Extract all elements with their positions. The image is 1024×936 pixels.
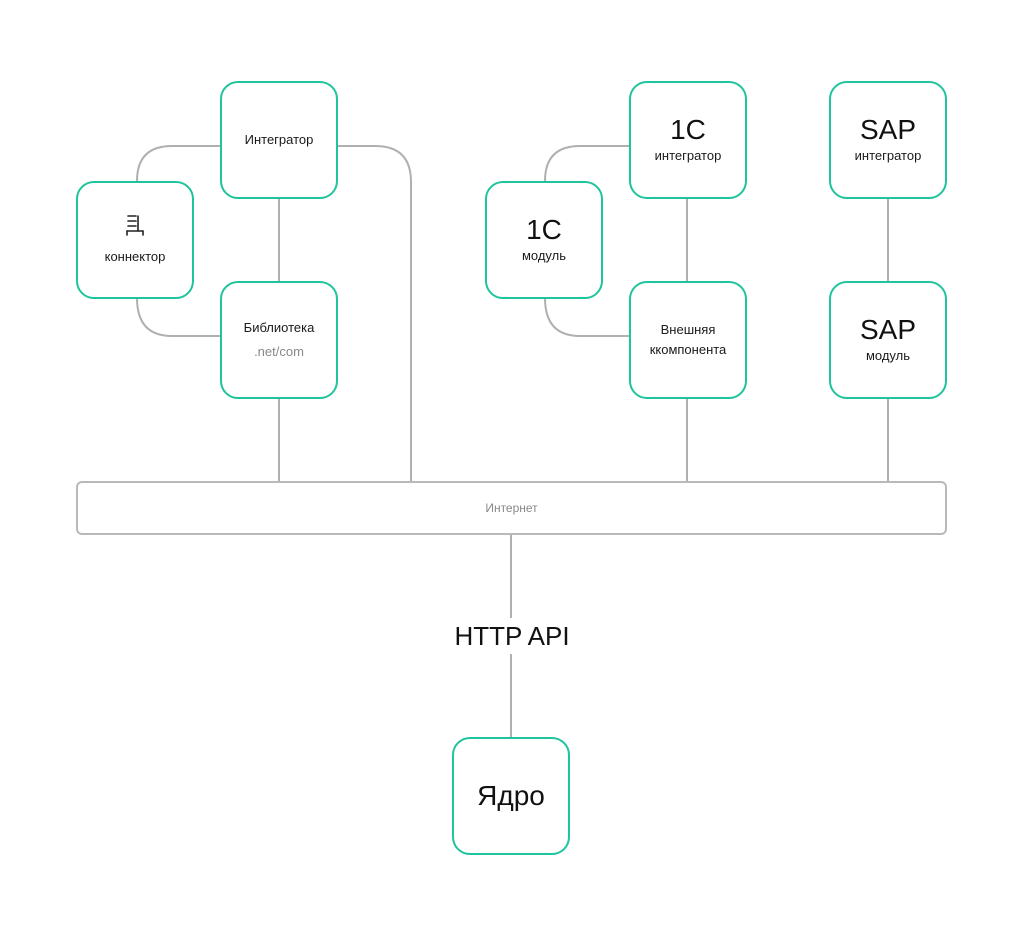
onec-module-node: 1С модуль	[485, 181, 603, 299]
core-label: Ядро	[477, 780, 545, 811]
external-component-line1: Внешняя	[660, 322, 716, 337]
connector-icon	[126, 215, 144, 236]
integrator-label: Интегратор	[244, 132, 314, 147]
library-sublabel: .net/com	[254, 344, 304, 359]
internet-label: Интернет	[485, 501, 538, 515]
sap-integrator-node: SAP интегратор	[829, 81, 947, 199]
line-integrator-internet	[337, 145, 412, 482]
internet-bar: Интернет	[76, 481, 947, 535]
sap-module-title: SAP	[859, 314, 917, 345]
sap-module-node: SAP модуль	[829, 281, 947, 399]
sap-module-label: модуль	[865, 348, 911, 363]
external-component-line2: ккомпонента	[649, 342, 727, 357]
line-integrator-connector	[136, 145, 221, 182]
sap-integrator-title: SAP	[859, 114, 917, 145]
http-api-label: HTTP API	[412, 618, 612, 654]
library-label: Библиотека	[243, 320, 315, 335]
core-node: Ядро	[452, 737, 570, 855]
line-1c-integrator-module	[544, 145, 630, 182]
sap-integrator-label: интегратор	[854, 148, 922, 163]
onec-module-title: 1С	[526, 214, 562, 245]
onec-module-label: модуль	[521, 248, 567, 263]
external-component-node: Внешняя ккомпонента	[629, 281, 747, 399]
onec-integrator-node: 1С интегратор	[629, 81, 747, 199]
integrator-node: Интегратор	[220, 81, 338, 199]
line-1c-module-component	[544, 297, 630, 337]
library-node: Библиотека .net/com	[220, 281, 338, 399]
onec-integrator-title: 1С	[670, 114, 706, 145]
connector-node: коннектор	[76, 181, 194, 299]
onec-integrator-label: интегратор	[654, 148, 722, 163]
line-connector-library	[136, 297, 221, 337]
connector-label: коннектор	[104, 249, 166, 264]
